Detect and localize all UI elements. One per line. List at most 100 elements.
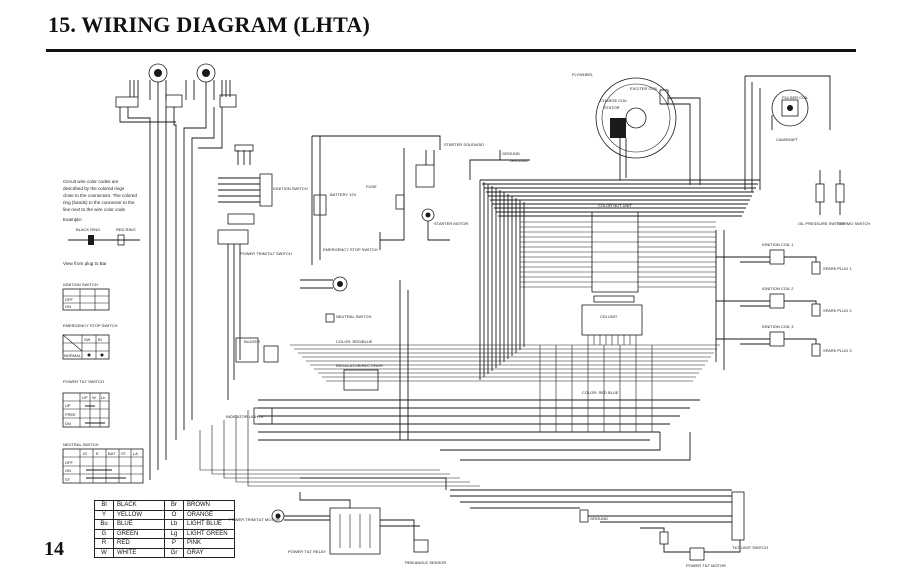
legend-name: ORANGE [183,509,235,520]
ignition-switch-area: IGNITION SWITCH BUZZER INDICATOR LIGHTS [217,144,308,425]
note-line-1: Circuit wire color codes are [63,179,119,184]
gauges [115,63,237,480]
emergency-stop-label: EMERGENCY STOP SWITCH [323,247,378,252]
legend-code: Gr [164,547,184,558]
harness-wire [460,432,691,461]
svg-text:W: W [92,395,96,400]
cdi-unit: CDI UNIT [581,304,643,345]
power-trim-switch-label: POWER TRIM/TILT SWITCH [240,251,292,256]
legend-code: W [94,547,114,558]
svg-text:NEUTRAL SWITCH: NEUTRAL SWITCH [63,442,99,447]
legend-code: G [94,528,114,539]
color-red-blue-2: COLOR: RED BLUE [582,390,619,395]
svg-text:OFF: OFF [65,297,74,302]
svg-text:IGNITION COIL 2: IGNITION COIL 2 [762,286,794,291]
legend-code: P [164,538,184,549]
svg-text:POWER TILT SWITCH: POWER TILT SWITCH [63,379,104,384]
svg-text:ST: ST [121,451,127,456]
note-line-3: close to the connectors. The colored [63,193,137,198]
harness-wire [399,280,409,440]
svg-text:SPARK PLUG 1: SPARK PLUG 1 [823,266,852,271]
harness-wire [247,410,480,487]
trim-angle-sensor-label: TRIM ANGLE SENSOR [404,560,446,565]
main-harness [199,179,760,490]
ignition-coils: IGNITION COIL 1 IGNITION COIL 2 IGNITION… [716,242,852,357]
svg-text:UP: UP [82,395,88,400]
legend-name: GRAY [183,547,235,558]
svg-text:FREE: FREE [65,412,76,417]
legend-name: LIGHT BLUE [183,519,235,530]
starter-motor-label: STARTER MOTOR [434,221,468,226]
harness-wire [440,432,661,451]
oil-pressure-label: OIL PRESSURE SWITCH [798,221,844,226]
harness-wire [223,420,460,479]
legend-code: R [94,538,114,549]
svg-text:SPARK PLUG 2: SPARK PLUG 2 [823,308,852,313]
legend-code: Br [164,500,184,511]
svg-text:EMERGENCY STOP SWITCH: EMERGENCY STOP SWITCH [63,323,118,328]
power-trim-area: POWER TRIM/TILT MOTOR POWER TILT RELAY T… [229,489,768,568]
harness-wire [715,230,725,370]
indicator-lights-label: INDICATOR LIGHTS [226,414,264,419]
note-line-5: line next to the wire color code [63,207,125,212]
note-line-2: described by the colored rings [63,186,125,191]
legend-name: RED [113,538,165,549]
charge-coil-label: CHARGE COIL [600,98,628,103]
ground-c-label: GROUND [590,516,608,521]
fuse-label: FUSE [366,184,377,189]
pulser-coil-label: PULSER COIL [782,95,809,100]
legend-code: Lb [164,519,184,530]
power-tilt-relay-label: POWER TILT RELAY [288,549,326,554]
cdi-unit-label: CDI UNIT [600,314,618,319]
svg-text:SW: SW [84,337,91,342]
power-trim-motor-label: POWER TRIM/TILT MOTOR [229,517,280,522]
page-title: 15. WIRING DIAGRAM (LHTA) [48,12,370,37]
legend-code: O [164,509,184,520]
svg-text:IGNITION COIL 1: IGNITION COIL 1 [762,242,794,247]
legend-name: BROWN [183,500,235,511]
flywheel-label: FLYWHEEL [572,72,594,77]
starter-solenoid-label: STARTER SOLENOID [444,142,484,147]
svg-text:DN: DN [65,421,71,426]
harness-wire [211,425,450,475]
color-red-blue-label: COLOR: RED/BLUE [336,339,373,344]
harness-wire [300,477,447,490]
camshaft-label: CAMSHAFT [776,137,799,142]
title-rule [46,49,856,52]
legend-code: Lg [164,528,184,539]
color-note: Circuit wire color codes are described b… [63,179,140,266]
svg-text:UP: UP [65,403,71,408]
svg-text:NORMAL: NORMAL [64,353,82,358]
legend-name: BLUE [113,519,165,530]
tilt-limit-switch-label: TILT LIMIT SWITCH [732,545,768,550]
pulser-coil: PULSER COIL CAMSHAFT [744,75,831,192]
view-from-plug: View from plug to Bar [63,261,107,266]
svg-text:E: E [96,451,99,456]
svg-text:COLOR NUT UNIT: COLOR NUT UNIT [598,203,632,208]
starter-area: BATTERY 12V FUSE STARTER SOLENOID STARTE… [300,135,530,391]
svg-text:OFF: OFF [65,460,74,465]
neutral-switch-label: NEUTRAL SWITCH [336,314,372,319]
ground-a-label: GROUND [502,151,520,156]
svg-text:BAT: BAT [108,451,116,456]
switch-table-ignition: IGNITION SWITCH OFF ON [62,282,110,311]
legend-name: GREEN [113,528,165,539]
ignition-switch-label: IGNITION SWITCH [273,186,308,191]
legend-name: LIGHT GREEN [183,528,235,539]
svg-text:ST: ST [65,477,71,482]
red-ring-label: RED RING [116,227,136,232]
legend-name: PINK [183,538,235,549]
svg-text:IG: IG [83,451,87,456]
power-tilt-motor-label: POWER TILT MOTOR [686,563,726,568]
svg-text:LA: LA [133,451,138,456]
svg-text:IGNITION COIL 3: IGNITION COIL 3 [762,324,794,329]
legend-code: Bu [94,519,114,530]
ground-b-label: GROUND [510,158,528,163]
color-nut-unit: COLOR NUT UNIT [591,203,639,303]
harness-wire [199,430,440,471]
